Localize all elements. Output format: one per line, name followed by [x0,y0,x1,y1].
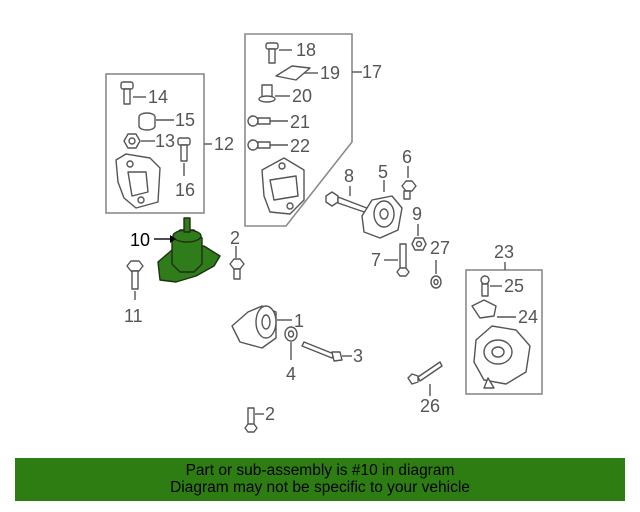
bolt-11 [126,260,144,300]
mount-23 [473,325,531,389]
callout-19: 19 [320,63,340,83]
bolt-7 [384,243,410,277]
bolt-20 [258,84,290,103]
bolt-21 [247,115,288,127]
bolt-25 [480,275,502,297]
callout-3: 3 [353,346,363,366]
group-box-12 [105,73,212,214]
callout-17: 17 [362,62,382,82]
callout-20: 20 [292,86,312,106]
group-box-17 [244,33,362,227]
callout-13: 13 [155,131,175,151]
callout-4: 4 [286,364,296,384]
callout-27: 27 [430,238,450,258]
plate-19 [275,65,318,81]
callout-26: 26 [420,396,440,416]
callout-24: 24 [518,307,538,327]
bushing-15 [138,112,174,131]
callout-6: 6 [402,147,412,167]
nut-9 [411,224,427,251]
info-banner: Part or sub-assembly is #10 in diagram D… [15,458,625,501]
callout-1: 1 [294,311,304,331]
bolt-16 [177,137,191,176]
bracket-17 [261,157,305,215]
bracket-12 [115,153,161,209]
callout-2-upper: 2 [230,228,240,248]
bracket-24 [471,299,516,319]
banner-line-2: Diagram may not be specific to your vehi… [170,479,470,496]
callout-5: 5 [378,162,388,182]
bolt-2-upper [229,246,245,280]
callout-23: 23 [494,242,514,262]
callout-2-lower: 2 [265,404,275,424]
engine-mount-10-highlighted [154,217,221,283]
bolt-2-lower [244,407,264,433]
callout-22: 22 [290,136,310,156]
callout-8: 8 [344,166,354,186]
mount-1 [231,305,292,349]
bolt-3 [301,341,352,362]
nut-13 [123,133,155,149]
callout-14: 14 [148,87,168,107]
callout-18: 18 [296,40,316,60]
group-box-23 [465,262,543,395]
callout-25: 25 [504,276,524,296]
callout-10: 10 [130,230,150,250]
banner-line-1: Part or sub-assembly is #10 in diagram [185,462,455,479]
bolt-26 [407,361,443,396]
mount-5 [361,180,403,239]
callout-11: 11 [124,306,143,326]
bolt-18 [265,42,292,64]
callout-7: 7 [371,250,381,270]
washer-27 [430,260,442,289]
bolt-22 [247,139,288,151]
callout-21: 21 [290,112,310,132]
bolt-14 [120,81,146,105]
callout-15: 15 [175,110,195,130]
bolt-6 [401,166,417,200]
callout-9: 9 [412,204,422,224]
callout-12: 12 [214,134,234,154]
nut-4 [284,326,298,360]
callout-16: 16 [175,180,195,200]
